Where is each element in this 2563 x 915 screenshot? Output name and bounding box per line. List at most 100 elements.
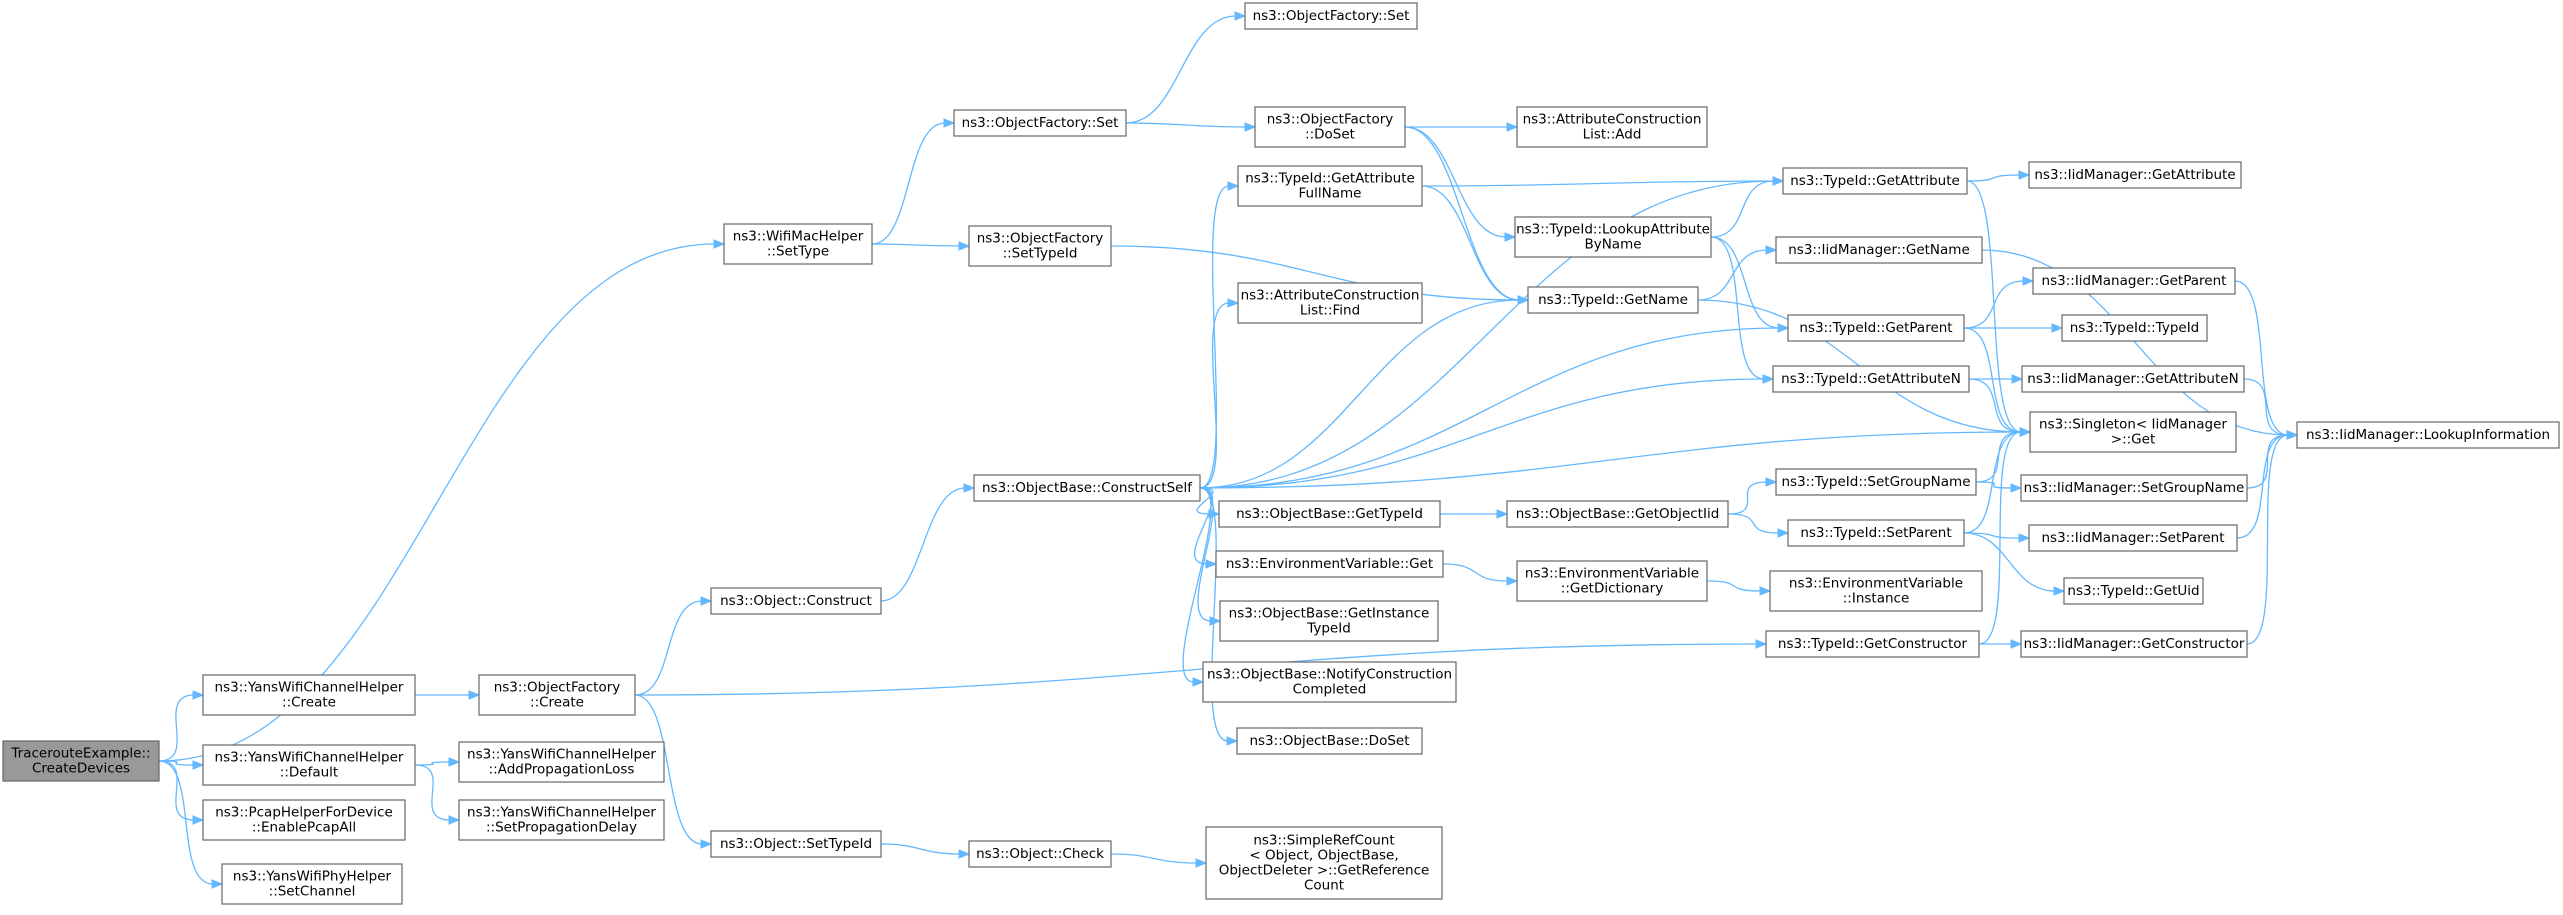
- graph-node-iid-getattribute[interactable]: ns3::IidManager::GetAttribute: [2028, 161, 2242, 189]
- graph-node-of-set[interactable]: ns3::ObjectFactory::Set: [953, 109, 1127, 137]
- edge-yanschan-default-to-addprop: [414, 757, 461, 767]
- graph-node-ob-getobjectiid[interactable]: ns3::ObjectBase::GetObjectIid: [1506, 500, 1729, 528]
- edge-ob-gettypeid-to-ob-getobjectiid: [1439, 509, 1509, 519]
- node-box: [2028, 524, 2238, 552]
- edge-ob-constructself-to-tid-getname: [1199, 295, 1530, 489]
- graph-node-env-get[interactable]: ns3::EnvironmentVariable::Get: [1215, 550, 1444, 578]
- edge-of-doset-to-acl-add: [1405, 122, 1519, 132]
- graph-node-of-doset[interactable]: ns3::ObjectFactory::DoSet: [1254, 106, 1406, 148]
- graph-node-ob-doset[interactable]: ns3::ObjectBase::DoSet: [1236, 727, 1423, 755]
- node-label: ns3::ObjectFactory: [1267, 112, 1394, 128]
- node-label: ns3::ObjectBase::GetObjectIid: [1516, 506, 1720, 522]
- node-label: ns3::ObjectFactory: [977, 231, 1104, 247]
- node-box: [1215, 550, 1444, 578]
- graph-node-tid-typeid[interactable]: ns3::TypeId::TypeId: [2061, 314, 2208, 342]
- graph-node-pcap[interactable]: ns3::PcapHelperForDevice::EnablePcapAll: [202, 799, 406, 841]
- node-label: CreateDevices: [32, 761, 130, 777]
- graph-node-setpropdelay[interactable]: ns3::YansWifiChannelHelper::SetPropagati…: [458, 799, 665, 841]
- node-label: ns3::TypeId::GetAttribute: [1790, 173, 1960, 189]
- graph-node-singleton-get[interactable]: ns3::Singleton< IidManager>::Get: [2029, 411, 2237, 453]
- node-label: ns3::ObjectBase::NotifyConstruction: [1207, 667, 1452, 683]
- graph-node-iid-lookupinfo[interactable]: ns3::IidManager::LookupInformation: [2296, 421, 2560, 449]
- node-box: [2032, 267, 2236, 295]
- node-label: ns3::ObjectBase::ConstructSelf: [982, 480, 1193, 496]
- edge-ob-constructself-to-tid-getattributen: [1199, 374, 1775, 489]
- edge-ob-getobjectiid-to-tid-setgroupname: [1727, 477, 1778, 515]
- graph-node-tid-getattribute[interactable]: ns3::TypeId::GetAttribute: [1782, 167, 1968, 195]
- graph-node-yanschan-default[interactable]: ns3::YansWifiChannelHelper::Default: [202, 744, 416, 786]
- graph-node-iid-getname[interactable]: ns3::IidManager::GetName: [1775, 236, 1983, 264]
- edge-root-to-yansphy: [158, 760, 224, 889]
- graph-node-tid-setgroupname[interactable]: ns3::TypeId::SetGroupName: [1775, 468, 1977, 496]
- node-box: [1775, 236, 1983, 264]
- node-box: [1254, 106, 1406, 148]
- node-box: [1244, 2, 1418, 30]
- node-box: [221, 863, 403, 905]
- graph-node-ob-constructself[interactable]: ns3::ObjectBase::ConstructSelf: [973, 474, 1201, 502]
- graph-node-tid-setparent[interactable]: ns3::TypeId::SetParent: [1787, 519, 1965, 547]
- node-box: [2020, 630, 2248, 658]
- node-label: ns3::IidManager::GetAttribute: [2034, 167, 2235, 183]
- graph-node-wifimac[interactable]: ns3::WifiMacHelper::SetType: [723, 223, 873, 265]
- node-box: [968, 225, 1112, 267]
- node-box: [458, 799, 665, 841]
- graph-node-of-set2[interactable]: ns3::ObjectFactory::Set: [1244, 2, 1418, 30]
- node-label: ByName: [1584, 237, 1641, 253]
- node-label: ::AddPropagationLoss: [489, 762, 635, 778]
- node-label: ::SetChannel: [269, 884, 356, 900]
- graph-node-obj-settypeid[interactable]: ns3::Object::SetTypeId: [710, 830, 882, 858]
- graph-node-tid-getuid[interactable]: ns3::TypeId::GetUid: [2063, 577, 2204, 605]
- node-box: [2296, 421, 2560, 449]
- graph-node-iid-setparent[interactable]: ns3::IidManager::SetParent: [2028, 524, 2238, 552]
- graph-node-of-settypeid[interactable]: ns3::ObjectFactory::SetTypeId: [968, 225, 1112, 267]
- graph-node-simplerefcount[interactable]: ns3::SimpleRefCount< Object, ObjectBase,…: [1205, 826, 1443, 900]
- graph-node-yanschan-create[interactable]: ns3::YansWifiChannelHelper::Create: [202, 674, 416, 716]
- graph-node-tid-getname[interactable]: ns3::TypeId::GetName: [1527, 286, 1699, 314]
- graph-node-iid-setgroupname[interactable]: ns3::IidManager::SetGroupName: [2020, 474, 2248, 502]
- edge-env-get-to-env-getdict: [1442, 563, 1519, 586]
- node-label: ns3::Object::Check: [976, 846, 1104, 862]
- edge-obj-settypeid-to-obj-check: [880, 843, 971, 859]
- graph-node-tid-getconstructor[interactable]: ns3::TypeId::GetConstructor: [1765, 630, 1980, 658]
- graph-node-iid-getattributen[interactable]: ns3::IidManager::GetAttributeN: [2021, 365, 2245, 393]
- edge-ob-constructself-to-acl-find: [1199, 298, 1240, 489]
- node-label: ::SetTypeId: [1003, 246, 1078, 262]
- node-label: ns3::ObjectBase::DoSet: [1249, 733, 1409, 749]
- node-label: ns3::YansWifiChannelHelper: [467, 805, 656, 821]
- node-label: ns3::AttributeConstruction: [1523, 112, 1702, 128]
- node-box: [1202, 661, 1457, 703]
- edge-tid-getattrfullname-to-tid-getname: [1421, 185, 1530, 305]
- graph-node-obj-construct[interactable]: ns3::Object::Construct: [710, 587, 882, 615]
- node-box: [2029, 411, 2237, 453]
- node-label: ns3::AttributeConstruction: [1241, 288, 1420, 304]
- node-label: ns3::TypeId::GetAttributeN: [1781, 371, 1961, 387]
- graph-node-obj-check[interactable]: ns3::Object::Check: [968, 840, 1112, 868]
- graph-node-of-create[interactable]: ns3::ObjectFactory::Create: [478, 674, 636, 716]
- node-box: [2028, 161, 2242, 189]
- graph-node-iid-getparent[interactable]: ns3::IidManager::GetParent: [2032, 267, 2236, 295]
- graph-node-ob-notify[interactable]: ns3::ObjectBase::NotifyConstructionCompl…: [1202, 661, 1457, 703]
- graph-node-tid-getparent[interactable]: ns3::TypeId::GetParent: [1787, 314, 1965, 342]
- node-label: ::Create: [282, 695, 336, 711]
- node-label: ns3::TypeId::GetAttribute: [1245, 171, 1415, 187]
- node-box: [1237, 282, 1423, 324]
- node-label: ::Default: [280, 765, 338, 781]
- node-label: ns3::Singleton< IidManager: [2039, 417, 2227, 433]
- edge-tid-setparent-to-tid-getuid: [1963, 532, 2066, 596]
- graph-node-ob-gettypeid[interactable]: ns3::ObjectBase::GetTypeId: [1218, 500, 1441, 528]
- node-label: ns3::TypeId::TypeId: [2070, 320, 2200, 336]
- graph-node-env-getdict[interactable]: ns3::EnvironmentVariable::GetDictionary: [1516, 560, 1708, 602]
- graph-node-addprop[interactable]: ns3::YansWifiChannelHelper::AddPropagati…: [458, 741, 665, 783]
- edge-of-doset-to-tid-lookupattr: [1404, 126, 1517, 242]
- node-box: [1775, 468, 1977, 496]
- graph-node-env-instance[interactable]: ns3::EnvironmentVariable::Instance: [1769, 570, 1983, 612]
- graph-node-yansphy[interactable]: ns3::YansWifiPhyHelper::SetChannel: [221, 863, 403, 905]
- graph-node-root[interactable]: TracerouteExample::CreateDevices: [2, 740, 160, 782]
- graph-node-iid-getconstructor[interactable]: ns3::IidManager::GetConstructor: [2020, 630, 2248, 658]
- graph-node-tid-getattributen[interactable]: ns3::TypeId::GetAttributeN: [1772, 365, 1970, 393]
